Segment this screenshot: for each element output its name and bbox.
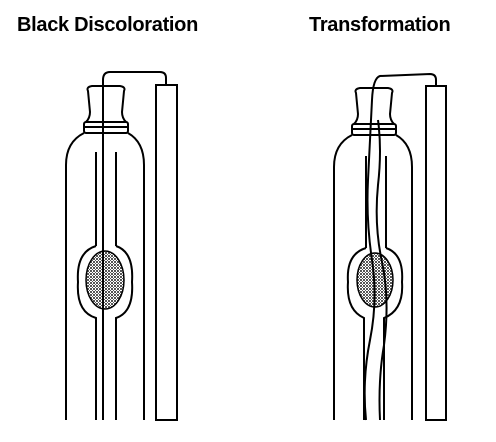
support-rod xyxy=(425,85,447,421)
lamp-tube xyxy=(65,132,145,420)
distorted-element xyxy=(375,119,388,421)
lamp-transformation xyxy=(333,72,447,421)
deformed-lead-wire xyxy=(363,72,437,421)
panel-title-transformation: Transformation xyxy=(309,14,451,36)
lamp-cap xyxy=(83,85,129,123)
lamp-tube xyxy=(333,134,413,420)
black-deposit xyxy=(85,250,125,310)
lamp-black-discoloration xyxy=(65,71,178,421)
arc-bulge xyxy=(346,247,404,420)
lead-wire xyxy=(102,71,167,420)
panel-title-black-discoloration: Black Discoloration xyxy=(17,14,199,36)
arc-bulge xyxy=(76,245,134,420)
support-rod xyxy=(155,84,178,421)
lamp-cap xyxy=(351,87,397,125)
